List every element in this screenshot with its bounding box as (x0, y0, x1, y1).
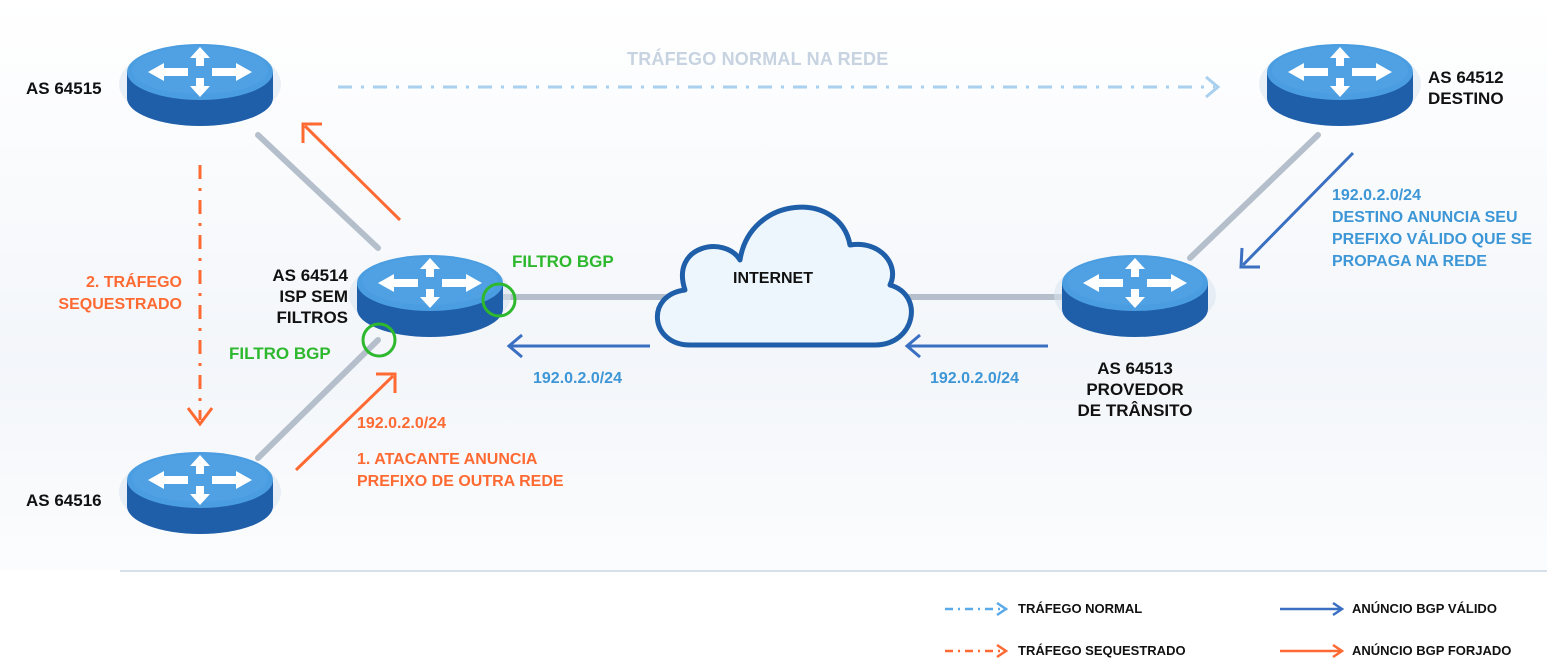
filter-circle-bottom (361, 322, 397, 358)
label-as64514: AS 64514 ISP SEM FILTROS (240, 265, 348, 328)
label-as64512-line2: DESTINO (1428, 89, 1504, 108)
destination-announcement-label: 192.0.2.0/24 DESTINO ANUNCIA SEU PREFIXO… (1332, 185, 1532, 273)
internet-cloud (655, 204, 914, 348)
router-as64512 (1259, 44, 1421, 126)
label-as64516: AS 64516 (26, 491, 102, 510)
destination-desc-line1: DESTINO ANUNCIA SEU (1332, 209, 1518, 226)
normal-traffic-label: TRÁFEGO NORMAL NA REDE (627, 49, 889, 69)
valid-announcement-arrow-right (904, 333, 1048, 359)
valid-announcement-arrow-destination (1239, 151, 1355, 269)
router-as64516 (119, 452, 281, 534)
legend-normal-swatch (945, 601, 1009, 617)
label-as64513-line1: AS 64513 (1097, 359, 1173, 378)
prefix-label-right: 192.0.2.0/24 (930, 370, 1019, 387)
filter-circle-top (481, 282, 517, 318)
legend-valid-swatch (1280, 601, 1345, 617)
label-as64514-line1: AS 64514 (272, 266, 348, 285)
label-as64514-line3: FILTROS (276, 308, 348, 327)
label-as64512-line1: AS 64512 (1428, 68, 1504, 87)
hijacked-traffic-arrow (186, 165, 214, 427)
link-64515-64514 (255, 132, 381, 251)
valid-announcement-arrow-left (506, 333, 650, 359)
forged-announcement-arrow-attacker (294, 372, 397, 472)
legend-forged-label: ANÚNCIO BGP FORJADO (1352, 643, 1512, 658)
label-as64513-line3: DE TRÂNSITO (1077, 401, 1193, 420)
legend-hijacked-label: TRÁFEGO SEQUESTRADO (1018, 643, 1186, 658)
label-as64514-line2: ISP SEM (279, 287, 348, 306)
hijacked-traffic-line1: 2. TRÁFEGO (85, 274, 182, 291)
router-as64513 (1054, 255, 1216, 337)
label-internet: INTERNET (733, 270, 813, 287)
legend-valid-label: ANÚNCIO BGP VÁLIDO (1352, 601, 1497, 616)
label-as64512: AS 64512 DESTINO (1428, 67, 1504, 109)
link-64512-64513 (1187, 132, 1321, 261)
router-as64515 (119, 44, 281, 126)
attacker-prefix-label: 192.0.2.0/24 (357, 415, 446, 432)
hijacked-traffic-label: 2. TRÁFEGO SEQUESTRADO (40, 272, 182, 316)
legend-forged-swatch (1280, 643, 1345, 659)
legend-normal-label: TRÁFEGO NORMAL (1018, 601, 1143, 616)
hijacked-traffic-line2: SEQUESTRADO (58, 296, 182, 313)
normal-traffic-arrow (338, 75, 1221, 99)
attacker-line1: 1. ATACANTE ANUNCIA (357, 451, 538, 468)
attacker-announcement-label: 1. ATACANTE ANUNCIA PREFIXO DE OUTRA RED… (357, 449, 564, 493)
bgp-filter-label-bottom: FILTRO BGP (229, 344, 331, 363)
bgp-filter-label-top: FILTRO BGP (512, 252, 614, 271)
link-64516-64514 (255, 337, 381, 461)
label-as64513: AS 64513 PROVEDOR DE TRÂNSITO (1060, 358, 1210, 421)
destination-desc-line3: PROPAGA NA REDE (1332, 253, 1487, 270)
destination-prefix: 192.0.2.0/24 (1332, 187, 1421, 204)
destination-desc-line2: PREFIXO VÁLIDO QUE SE (1332, 231, 1533, 248)
attacker-line2: PREFIXO DE OUTRA REDE (357, 473, 564, 490)
legend-hijacked-swatch (945, 643, 1009, 659)
prefix-label-left: 192.0.2.0/24 (533, 370, 622, 387)
label-as64515: AS 64515 (26, 79, 102, 98)
connections (255, 132, 1321, 461)
label-as64513-line2: PROVEDOR (1086, 380, 1184, 399)
legend-background (0, 570, 1547, 660)
forged-announcement-arrow-up (301, 122, 402, 222)
